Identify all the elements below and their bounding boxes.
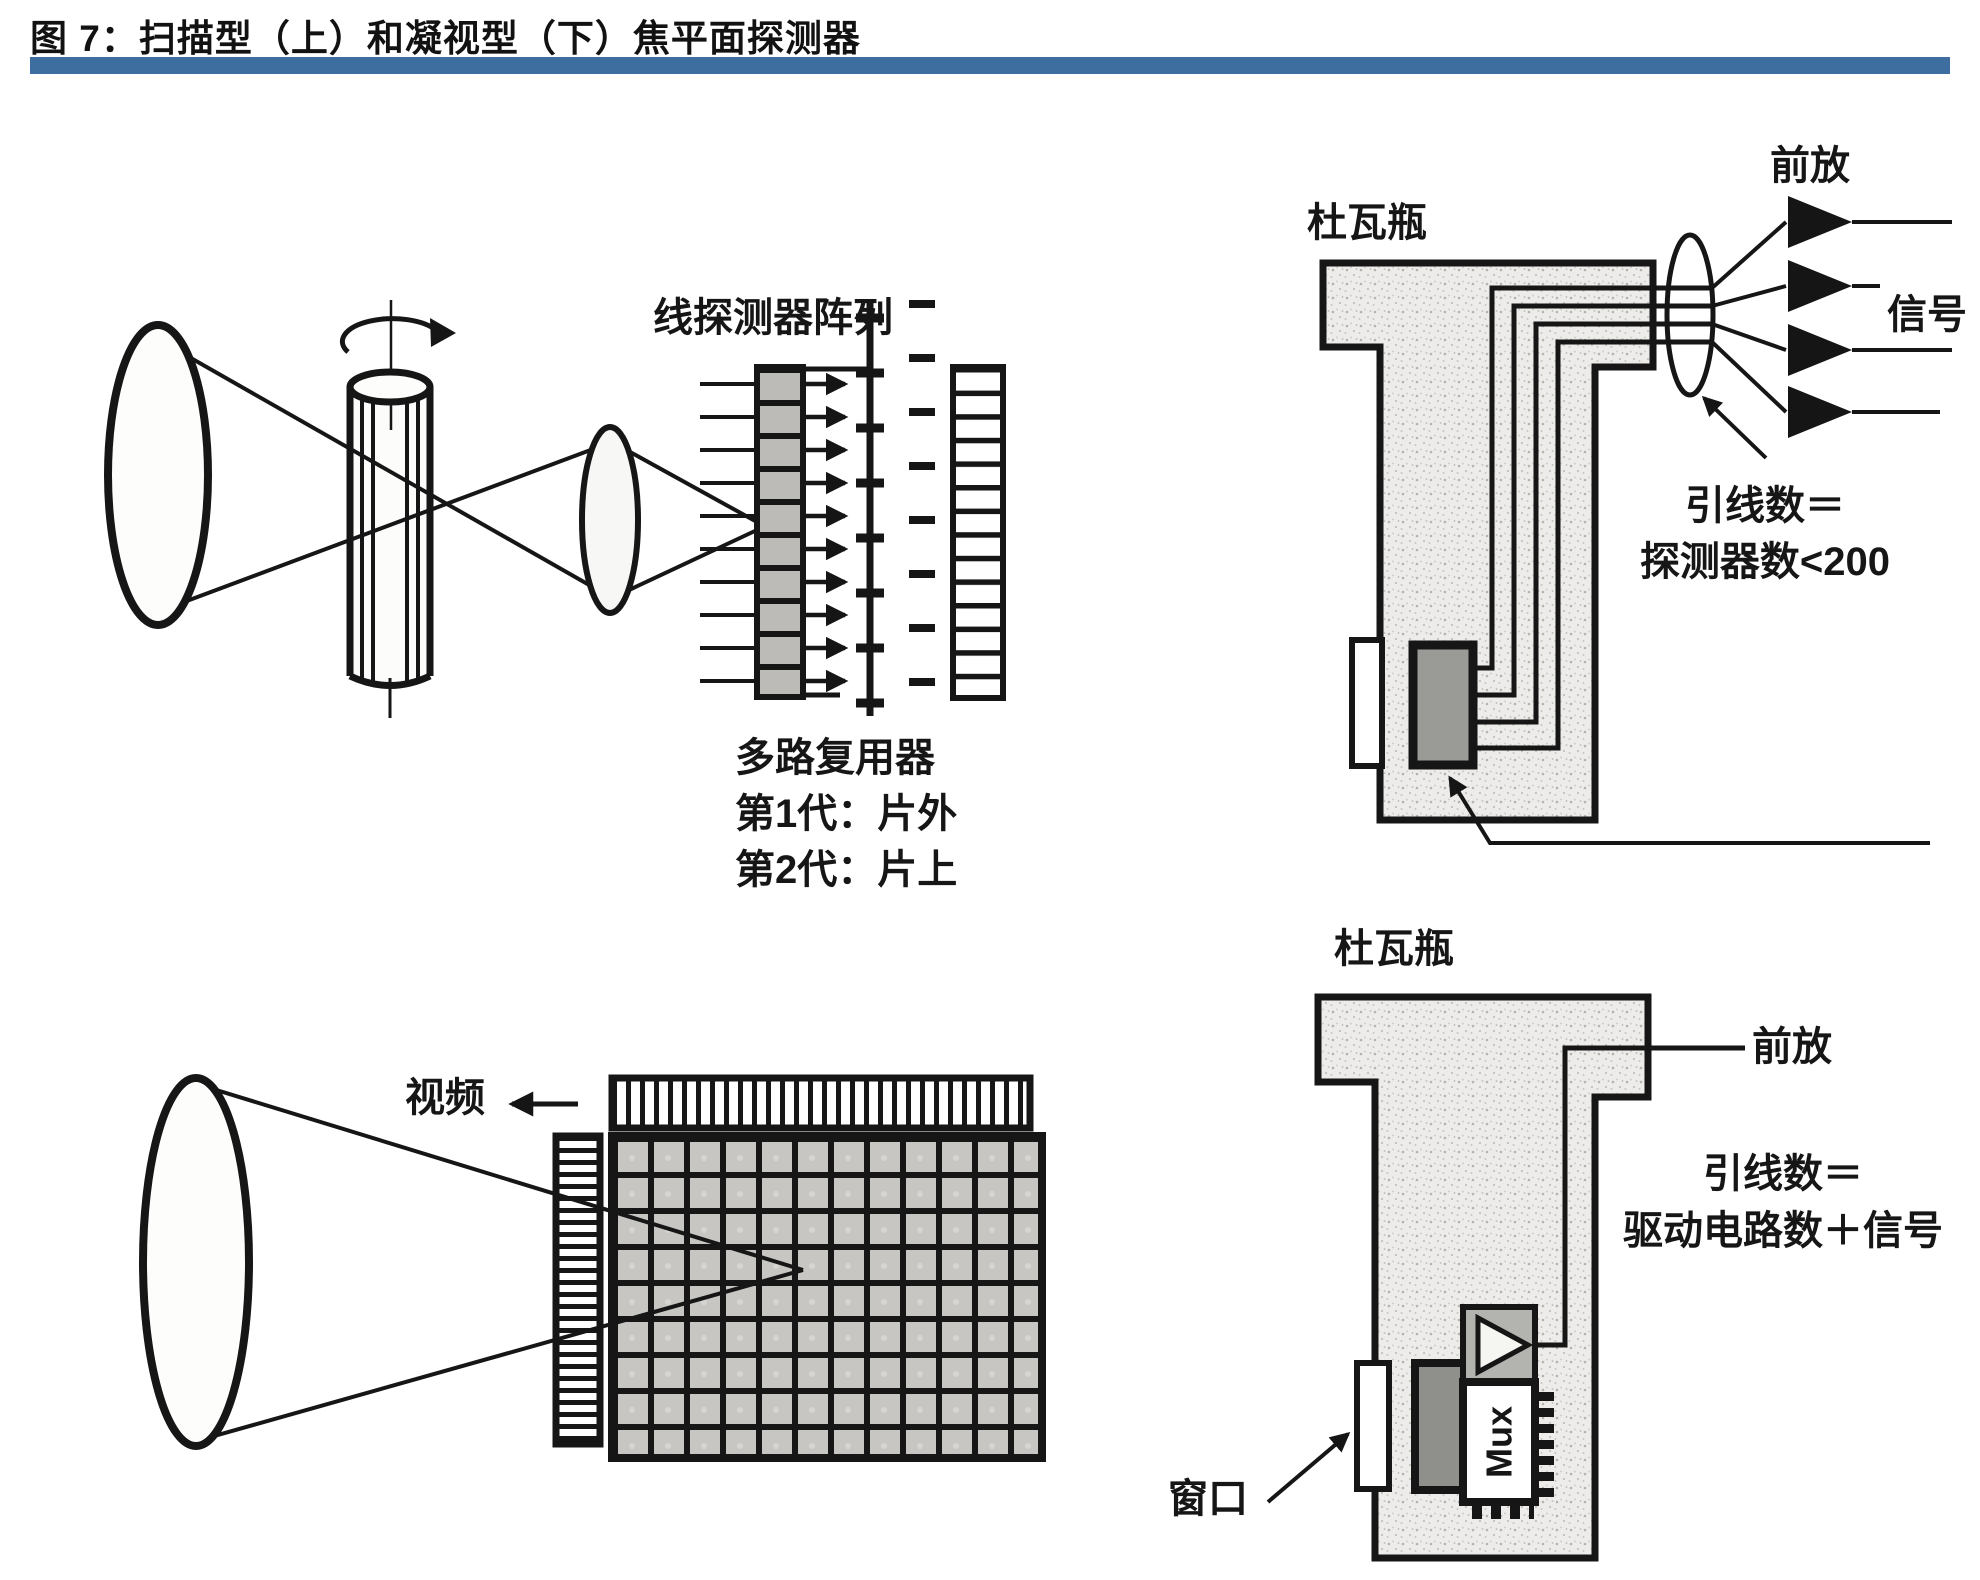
multiplexer-text-block: 多路复用器 第1代：片外 第2代：片上 <box>735 730 957 898</box>
multiplexer-bus <box>856 302 884 716</box>
dewar-window <box>1354 1360 1392 1492</box>
fanout-wires <box>1710 220 1788 414</box>
leads-count-text-bottom: 引线数＝ 驱动电路数＋信号 <box>1600 1146 1966 1260</box>
detector-input-lines <box>700 382 755 683</box>
objective-lens <box>104 321 212 629</box>
detector-output-arrows <box>806 372 849 693</box>
leads-line1: 引线数＝ <box>1685 484 1845 528</box>
chip-pointer-arrow <box>1448 775 1930 845</box>
rotation-arrow-icon <box>339 316 456 354</box>
scanning-dewar-diagram <box>1319 196 1952 845</box>
leads-count-text-top: 引线数＝ 探测器数<200 <box>1590 478 1940 590</box>
optical-rays <box>167 343 758 610</box>
relay-lens <box>579 424 641 616</box>
scanning-optics-diagram <box>104 300 1006 718</box>
mux-title: 多路复用器 <box>735 736 935 780</box>
linear-array-label: 线探测器阵列 <box>653 296 893 340</box>
serial-output-register <box>608 1074 1034 1132</box>
mux-chip: Mux <box>1459 1378 1554 1519</box>
staring-lens <box>139 1074 253 1450</box>
onchip-preamp <box>1460 1304 1538 1385</box>
signal-label: 信号 <box>1887 293 1967 337</box>
staring-dewar-diagram: Mux <box>1266 993 1745 1562</box>
linear-detector-array <box>754 364 806 700</box>
rotating-drum <box>346 300 434 718</box>
title-accent-bar <box>30 57 1950 74</box>
detector-chip <box>1408 640 1478 770</box>
staring-optics-diagram <box>139 1074 1046 1462</box>
dewar-body <box>1319 259 1657 824</box>
shift-register-column <box>950 364 1006 701</box>
leads-count-arrow <box>1701 395 1768 460</box>
preamp-output-lines <box>1852 220 1952 414</box>
feedthrough-ellipse <box>1664 232 1716 398</box>
video-label: 视频 <box>405 1076 485 1120</box>
window-pointer-arrow <box>1266 1432 1351 1504</box>
leads-line1: 引线数＝ <box>1703 1152 1863 1196</box>
leads-line2: 探测器数<200 <box>1639 540 1891 584</box>
readout-register-column <box>552 1132 604 1448</box>
optical-rays <box>199 1083 804 1442</box>
mux-gen1: 第1代：片外 <box>735 792 958 836</box>
preamp-label-top: 前放 <box>1770 144 1850 188</box>
mux-gen2: 第2代：片上 <box>735 848 958 892</box>
dewar-label-top: 杜瓦瓶 <box>1307 201 1427 245</box>
leads-line2: 驱动电路数＋信号 <box>1623 1209 1943 1253</box>
figure-title: 图 7：扫描型（上）和凝视型（下）焦平面探测器 <box>30 18 861 59</box>
dewar-window <box>1349 637 1385 769</box>
mux-chip-label: Mux <box>1479 1406 1520 1478</box>
detector-grid-array <box>608 1132 1046 1462</box>
preamp-label-bottom: 前放 <box>1752 1025 1832 1069</box>
window-label: 窗口 <box>1168 1477 1248 1521</box>
preamp-wire <box>1528 1045 1745 1348</box>
lead-wires <box>1473 285 1714 751</box>
preamp-triangles <box>1788 196 1852 438</box>
dewar-label-bottom: 杜瓦瓶 <box>1334 927 1454 971</box>
